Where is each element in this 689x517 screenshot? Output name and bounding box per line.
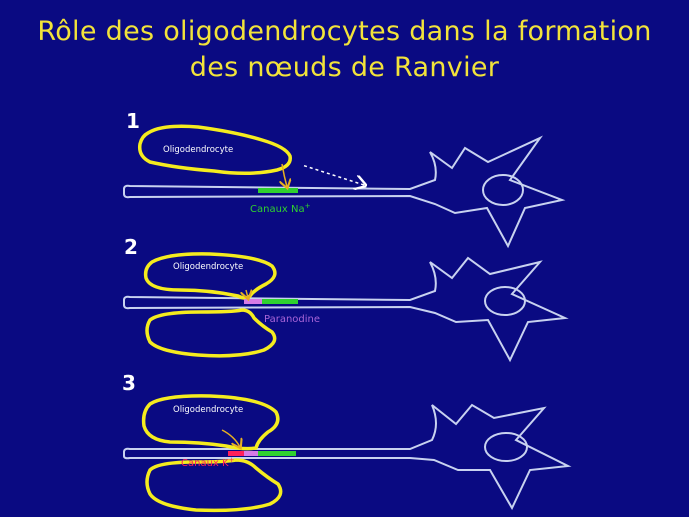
step-number: 1	[126, 109, 140, 133]
na-channel	[258, 451, 296, 456]
title-line-2: des nœuds de Ranvier	[189, 52, 500, 83]
oligodendrocyte-label: Oligodendrocyte	[173, 262, 243, 272]
title-line-1: Rôle des oligodendrocytes dans la format…	[37, 16, 652, 47]
neuron-nucleus	[484, 286, 526, 316]
channel-label: Paranodine	[264, 314, 320, 325]
paranodine-marker	[244, 451, 258, 456]
oligodendrocyte	[145, 458, 283, 513]
oligodendrocyte-label: Oligodendrocyte	[173, 405, 243, 415]
diagram-title: Rôle des oligodendrocytes dans la format…	[0, 14, 689, 86]
oligodendrocyte-label: Oligodendrocyte	[163, 145, 233, 155]
neuron	[123, 256, 569, 363]
dashed-arrow	[301, 164, 364, 185]
oligodendrocyte	[143, 252, 277, 300]
step-number: 2	[124, 235, 138, 259]
oligodendrocyte	[137, 124, 292, 175]
na-channel	[262, 299, 298, 304]
neuron	[123, 403, 572, 511]
k-channel	[228, 451, 244, 456]
step-3: 3 Oligodendrocyte Canaux K+	[122, 371, 572, 513]
channel-label: Canaux K+	[181, 456, 235, 469]
oligodendrocyte	[141, 394, 280, 451]
arrow	[246, 290, 248, 298]
channel-label: Canaux Na+	[250, 202, 311, 215]
arrow	[282, 163, 287, 187]
step-2: 2 Oligodendrocyte Paranodine	[123, 235, 569, 363]
oligodendrocyte	[145, 308, 277, 358]
step-number: 3	[122, 371, 136, 395]
na-channel	[258, 188, 298, 193]
neuron	[123, 135, 566, 249]
neuron-nucleus	[484, 432, 528, 462]
neuron-nucleus	[482, 174, 524, 206]
paranodine-marker	[244, 299, 262, 304]
arrow	[221, 429, 240, 447]
step-1: 1 Oligodendrocyte Canaux Na+	[123, 109, 566, 249]
